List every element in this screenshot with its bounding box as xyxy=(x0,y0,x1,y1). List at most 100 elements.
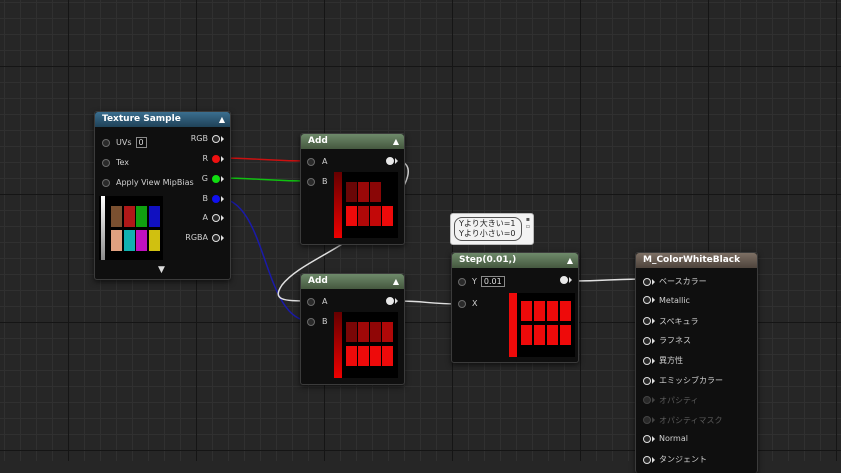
pin-circle-icon[interactable] xyxy=(307,317,315,326)
add-node-1[interactable]: Add ▲ A B xyxy=(300,133,405,245)
pin-circle-icon xyxy=(643,396,651,405)
material-input-pin-3[interactable]: ラフネス xyxy=(643,335,691,346)
preview-cell xyxy=(560,325,571,345)
material-input-pin-4[interactable]: 異方性 xyxy=(643,355,683,366)
add-node-2[interactable]: Add ▲ A B xyxy=(300,273,405,385)
pin-circle-icon[interactable] xyxy=(212,174,220,183)
pin-label: R xyxy=(202,154,208,163)
pin-circle-icon[interactable] xyxy=(643,296,651,305)
step-output-pin[interactable] xyxy=(560,276,572,284)
texture-sample-header[interactable]: Texture Sample ▲ xyxy=(95,112,230,127)
mipbias-input-pin[interactable]: Apply View MipBias xyxy=(102,178,194,187)
pin-circle-icon[interactable] xyxy=(458,277,466,286)
add2-b-input-pin[interactable]: B xyxy=(307,317,328,326)
wire-add1-to-add2-a[interactable] xyxy=(277,160,409,302)
wire-g-to-add1-b[interactable] xyxy=(217,177,311,182)
step-y-value-field[interactable]: 0.01 xyxy=(480,276,505,287)
pin-circle-icon[interactable] xyxy=(102,138,110,147)
swatch-7 xyxy=(148,230,160,251)
pin-circle-icon[interactable] xyxy=(643,434,651,443)
pin-circle-icon[interactable] xyxy=(458,299,466,308)
pin-circle-icon[interactable] xyxy=(212,233,220,242)
texture-sample-node[interactable]: Texture Sample ▲ UVs 0 Tex Apply View Mi… xyxy=(94,111,231,280)
add1-output-pin[interactable] xyxy=(386,157,398,165)
material-input-pin-2[interactable]: スペキュラ xyxy=(643,316,698,327)
add-node-2-header[interactable]: Add ▲ xyxy=(301,274,404,289)
pin-arrow-icon xyxy=(652,278,655,285)
r-output-pin[interactable]: R xyxy=(202,154,224,163)
pin-label: RGBA xyxy=(185,233,208,242)
pin-label: ベースカラー xyxy=(659,277,707,286)
pin-circle-icon[interactable] xyxy=(307,297,315,306)
material-input-pin-0[interactable]: ベースカラー xyxy=(643,276,707,287)
node-title: M_ColorWhiteBlack xyxy=(643,255,741,265)
pin-label: A xyxy=(322,157,328,166)
step-node-header[interactable]: Step(0.01,) ▲ xyxy=(452,253,578,268)
pin-circle-icon[interactable] xyxy=(643,356,651,365)
chevron-up-icon[interactable]: ▲ xyxy=(566,256,573,265)
pin-label: X xyxy=(472,299,478,308)
preview-cell xyxy=(346,346,357,366)
material-node[interactable]: M_ColorWhiteBlack ベースカラー Metallic スペキュララフネ… xyxy=(635,252,758,473)
pin-circle-icon[interactable] xyxy=(212,134,220,143)
comment-bubble[interactable]: Yより大きい=1 Yより小さい=0 ▪▫ xyxy=(450,213,534,245)
chevron-down-icon[interactable]: ▼ xyxy=(158,265,165,275)
pin-arrow-icon xyxy=(395,298,398,304)
pin-arrow-icon xyxy=(652,456,655,463)
pin-circle-icon[interactable] xyxy=(386,157,394,165)
uvs-value-field[interactable]: 0 xyxy=(135,137,147,148)
chevron-up-icon[interactable]: ▲ xyxy=(392,277,399,286)
material-input-pin-1[interactable]: Metallic xyxy=(643,296,690,305)
pin-arrow-icon xyxy=(652,397,655,404)
add1-b-input-pin[interactable]: B xyxy=(307,177,328,186)
pin-circle-icon[interactable] xyxy=(643,317,651,326)
uvs-input-pin[interactable]: UVs 0 xyxy=(102,137,147,148)
pin-circle-icon[interactable] xyxy=(643,336,651,345)
add-node-1-header[interactable]: Add ▲ xyxy=(301,134,404,149)
a-output-pin[interactable]: A xyxy=(203,213,224,222)
pin-label: オパシティ xyxy=(659,395,699,405)
pin-circle-icon[interactable] xyxy=(212,154,220,163)
step-x-input-pin[interactable]: X xyxy=(458,299,477,308)
swatch-1 xyxy=(123,206,135,227)
g-output-pin[interactable]: G xyxy=(202,174,224,183)
material-input-pin-9[interactable]: タンジェント xyxy=(643,454,707,465)
pin-circle-icon[interactable] xyxy=(307,177,315,186)
pin-circle-icon[interactable] xyxy=(307,157,315,166)
rgb-output-pin[interactable]: RGB xyxy=(191,134,224,143)
pin-comment-icon[interactable]: ▪▫ xyxy=(525,216,530,230)
pin-label: ラフネス xyxy=(659,336,691,346)
pin-label: A xyxy=(202,213,208,222)
step-y-input-pin[interactable]: Y 0.01 xyxy=(458,276,505,287)
wire-r-to-add1-a[interactable] xyxy=(217,157,311,162)
add2-a-input-pin[interactable]: A xyxy=(307,297,327,306)
material-input-pin-8[interactable]: Normal xyxy=(643,434,688,443)
pin-circle-icon[interactable] xyxy=(386,297,394,305)
pin-circle-icon[interactable] xyxy=(560,276,568,284)
rgba-output-pin[interactable]: RGBA xyxy=(185,233,224,242)
material-input-pin-5[interactable]: エミッシブカラー xyxy=(643,375,723,386)
graph-canvas[interactable] xyxy=(0,0,841,461)
pin-circle-icon[interactable] xyxy=(212,213,220,222)
pin-circle-icon[interactable] xyxy=(102,158,110,167)
add2-output-pin[interactable] xyxy=(386,297,398,305)
pin-circle-icon[interactable] xyxy=(102,178,110,187)
add1-a-input-pin[interactable]: A xyxy=(307,157,327,166)
preview-cell xyxy=(547,301,558,321)
swatch-5 xyxy=(123,230,135,251)
b-output-pin[interactable]: B xyxy=(203,194,224,203)
pin-circle-icon[interactable] xyxy=(643,376,651,385)
pin-circle-icon[interactable] xyxy=(643,277,651,286)
comment-line-1: Yより大きい=1 xyxy=(459,219,516,228)
chevron-up-icon[interactable]: ▲ xyxy=(218,115,225,124)
material-node-header[interactable]: M_ColorWhiteBlack xyxy=(636,253,757,268)
preview-cell xyxy=(370,182,381,202)
pin-circle-icon[interactable] xyxy=(643,455,651,464)
pin-circle-icon[interactable] xyxy=(212,194,220,203)
pin-label: G xyxy=(201,174,208,183)
node-title: Texture Sample xyxy=(102,114,181,124)
step-node[interactable]: Step(0.01,) ▲ Y 0.01 X xyxy=(451,252,579,363)
wire-b-to-add2-b[interactable] xyxy=(217,197,311,322)
chevron-up-icon[interactable]: ▲ xyxy=(392,137,399,146)
tex-input-pin[interactable]: Tex xyxy=(102,158,129,167)
